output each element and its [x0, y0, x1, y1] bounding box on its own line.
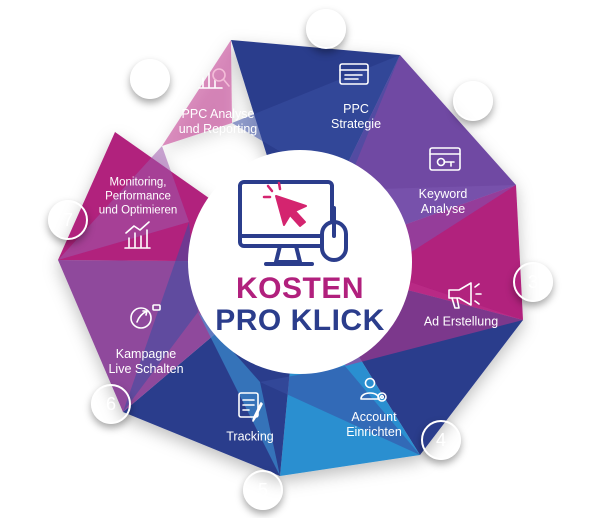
center-title-line2: PRO KLICK — [215, 304, 385, 337]
step-5-badge: 5 — [243, 470, 283, 510]
step-4-badge: 4 — [421, 420, 461, 460]
step-1-badge: 1 — [306, 9, 346, 49]
step-7-badge: 7 — [48, 200, 88, 240]
step-8-badge: 8 — [130, 59, 170, 99]
monitor-click-icon — [238, 180, 348, 266]
shutter-blade — [232, 55, 400, 190]
step-5-label: Tracking — [226, 429, 274, 444]
cursor-click-icon — [262, 181, 307, 227]
step-2-badge: 2 — [453, 81, 493, 121]
shutter-blade — [260, 366, 420, 455]
center-title-line1: KOSTEN — [235, 272, 365, 305]
step-6-badge: 6 — [91, 384, 131, 424]
step-3-label: Ad Erstellung — [423, 314, 499, 329]
shutter-blade — [123, 222, 198, 412]
shutter-blade — [58, 146, 189, 260]
step-3-badge: 3 — [513, 262, 553, 302]
shutter-blade — [162, 40, 232, 146]
